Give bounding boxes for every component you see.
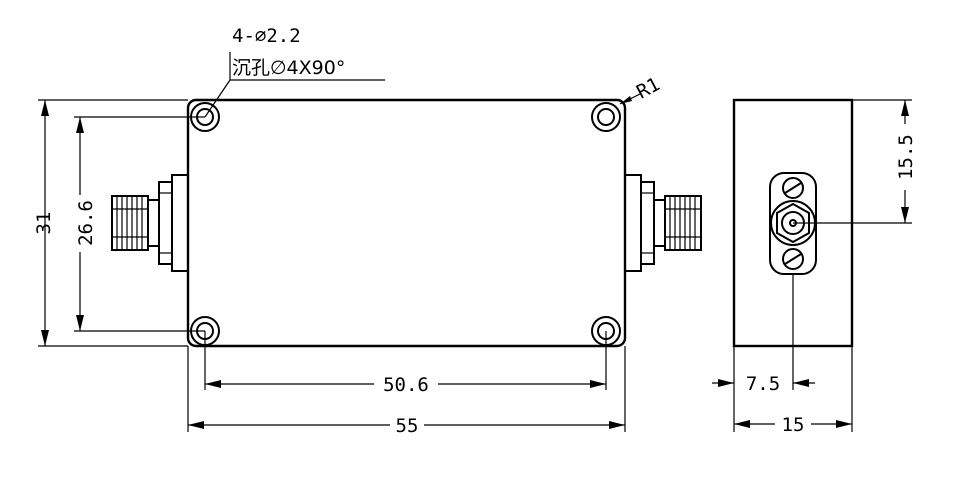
mounting-hole-top-right [591, 102, 621, 132]
dim-overall-height [38, 99, 188, 347]
dim-connector-offset [712, 274, 815, 432]
front-view: 4-∅2.2 沉孔∅4X90° R1 31 26.6 [33, 25, 702, 437]
dim-overall-length-value: 55 [396, 415, 419, 437]
hole-callout-countersink: 沉孔∅4X90° [232, 57, 345, 79]
radius-label: R1 [633, 73, 664, 103]
main-body-outline [186, 98, 627, 348]
dim-overall-length [187, 346, 626, 432]
dim-side-width-value: 15 [782, 414, 805, 436]
dim-hole-pitch-horizontal-value: 50.6 [383, 374, 429, 396]
radius-callout [619, 93, 641, 105]
dim-side-width [734, 346, 853, 432]
sma-connector-right [624, 174, 702, 272]
hole-callout [204, 52, 385, 118]
dim-connector-height [793, 99, 912, 224]
dim-hole-pitch-vertical-value: 26.6 [75, 200, 97, 246]
sma-connector-left [111, 174, 189, 272]
hole-callout-dia: 4-∅2.2 [232, 25, 301, 47]
dim-overall-height-value: 31 [33, 212, 55, 235]
dim-connector-height-value: 15.5 [895, 134, 917, 180]
dim-hole-pitch-vertical [74, 116, 205, 332]
side-view: 15.5 7.5 15 [712, 98, 917, 436]
dim-hole-pitch-horizontal [204, 331, 607, 390]
dim-connector-offset-value: 7.5 [746, 373, 780, 395]
